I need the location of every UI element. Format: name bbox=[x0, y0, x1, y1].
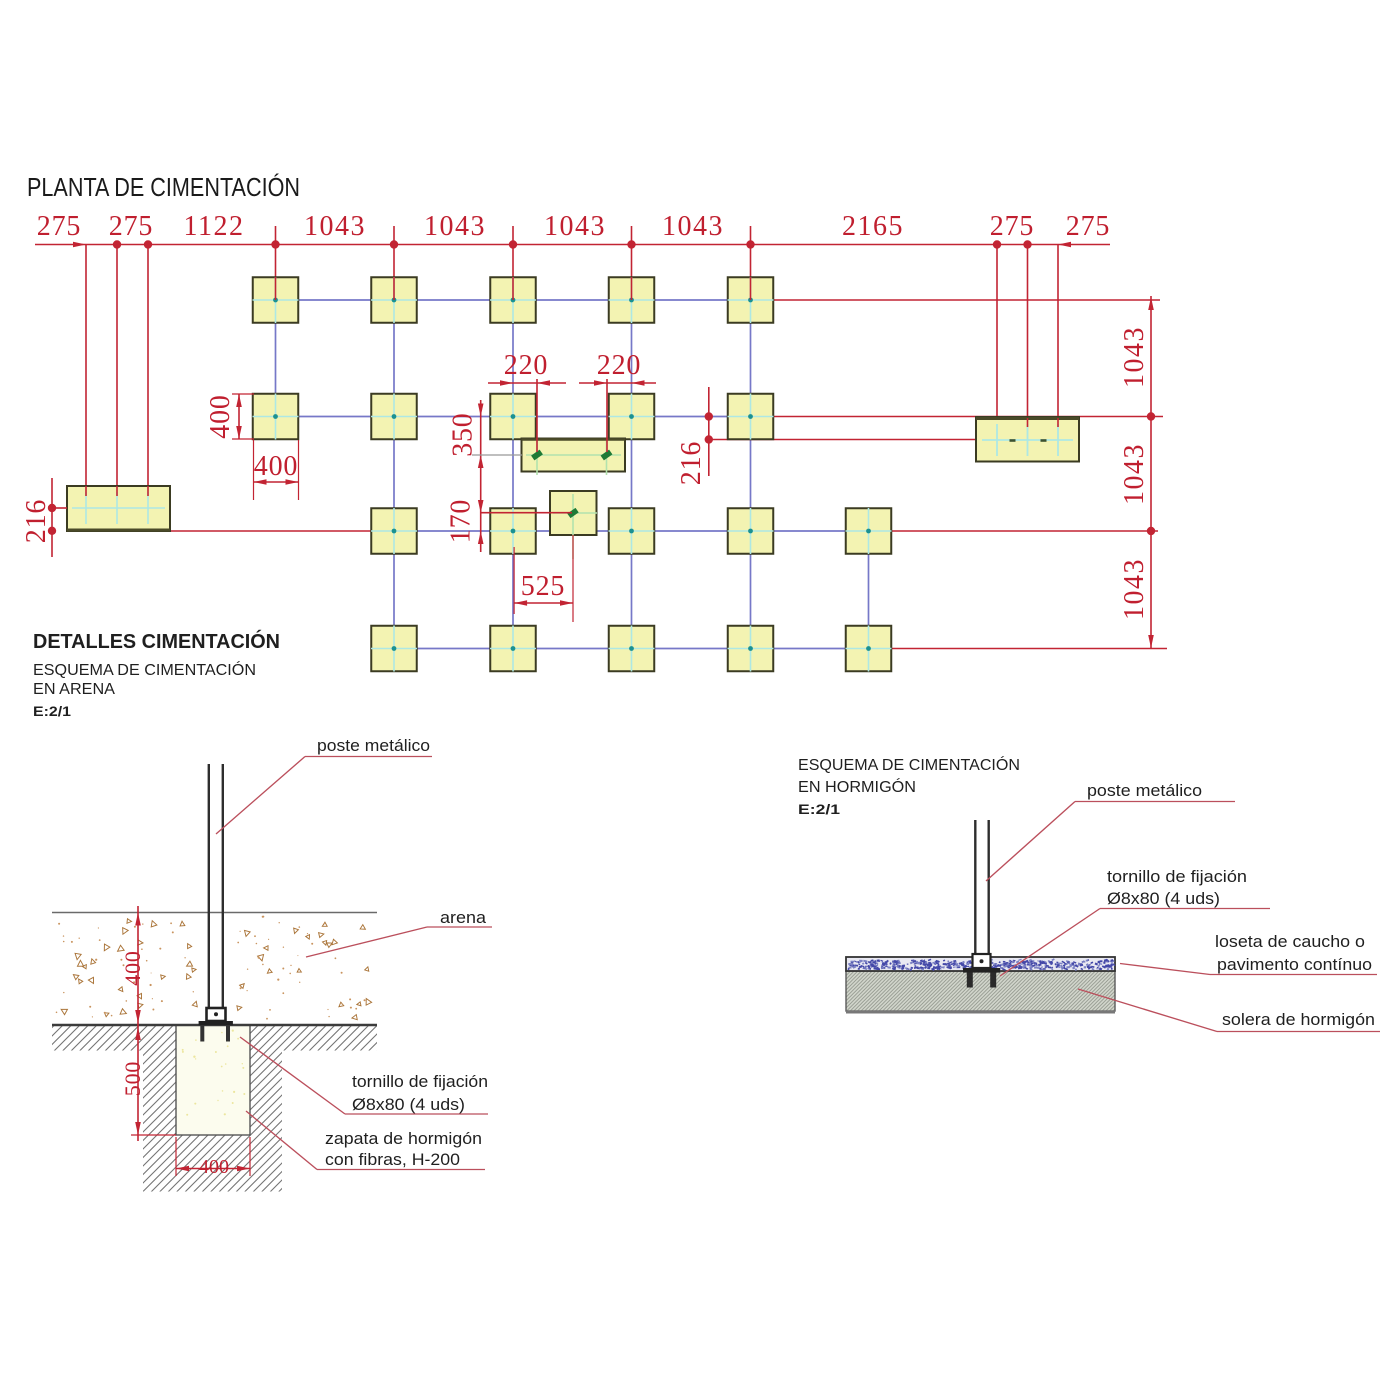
svg-text:E:2/1: E:2/1 bbox=[33, 703, 71, 719]
svg-text:220: 220 bbox=[504, 350, 548, 381]
svg-text:poste metálico: poste metálico bbox=[317, 737, 430, 755]
svg-text:1122: 1122 bbox=[184, 211, 245, 242]
svg-text:525: 525 bbox=[521, 571, 565, 602]
svg-text:poste metálico: poste metálico bbox=[1087, 782, 1202, 800]
svg-text:400: 400 bbox=[199, 1156, 229, 1178]
svg-text:216: 216 bbox=[676, 441, 707, 485]
svg-text:400: 400 bbox=[205, 394, 236, 438]
svg-text:2165: 2165 bbox=[842, 211, 904, 242]
svg-text:PLANTA DE CIMENTACIÓN: PLANTA DE CIMENTACIÓN bbox=[27, 172, 300, 202]
svg-text:DETALLES CIMENTACIÓN: DETALLES CIMENTACIÓN bbox=[33, 629, 280, 653]
svg-text:pavimento contínuo: pavimento contínuo bbox=[1217, 956, 1372, 974]
svg-text:400: 400 bbox=[254, 451, 298, 482]
svg-text:con fibras, H-200: con fibras, H-200 bbox=[325, 1151, 460, 1169]
svg-text:216: 216 bbox=[21, 499, 52, 543]
svg-text:arena: arena bbox=[440, 909, 487, 927]
svg-text:400: 400 bbox=[120, 950, 145, 985]
svg-text:1043: 1043 bbox=[1119, 443, 1150, 505]
svg-text:275: 275 bbox=[109, 211, 153, 242]
svg-text:ESQUEMA DE CIMENTACIÓN: ESQUEMA DE CIMENTACIÓN bbox=[798, 755, 1020, 774]
svg-text:solera de hormigón: solera de hormigón bbox=[1222, 1011, 1375, 1029]
svg-text:1043: 1043 bbox=[1119, 326, 1150, 388]
svg-text:ESQUEMA DE CIMENTACIÓN: ESQUEMA DE CIMENTACIÓN bbox=[33, 660, 256, 679]
svg-text:tornillo de fijación: tornillo de fijación bbox=[1107, 868, 1247, 886]
svg-text:1043: 1043 bbox=[424, 211, 486, 242]
svg-text:275: 275 bbox=[990, 211, 1034, 242]
svg-text:500: 500 bbox=[120, 1061, 145, 1096]
svg-text:1043: 1043 bbox=[662, 211, 724, 242]
svg-text:loseta de caucho o: loseta de caucho o bbox=[1215, 933, 1365, 951]
svg-text:Ø8x80 (4 uds): Ø8x80 (4 uds) bbox=[352, 1096, 465, 1114]
svg-text:EN HORMIGÓN: EN HORMIGÓN bbox=[798, 777, 916, 796]
svg-text:1043: 1043 bbox=[544, 211, 606, 242]
svg-text:Ø8x80 (4 uds): Ø8x80 (4 uds) bbox=[1107, 890, 1220, 908]
svg-text:220: 220 bbox=[597, 350, 641, 381]
svg-text:275: 275 bbox=[1066, 211, 1110, 242]
svg-text:170: 170 bbox=[446, 499, 477, 543]
svg-text:275: 275 bbox=[37, 211, 81, 242]
svg-text:tornillo de fijación: tornillo de fijación bbox=[352, 1073, 488, 1091]
svg-text:zapata de hormigón: zapata de hormigón bbox=[325, 1130, 482, 1148]
svg-text:350: 350 bbox=[448, 412, 479, 456]
svg-text:EN ARENA: EN ARENA bbox=[33, 681, 115, 698]
svg-text:1043: 1043 bbox=[304, 211, 366, 242]
svg-text:E:2/1: E:2/1 bbox=[798, 801, 840, 817]
svg-text:1043: 1043 bbox=[1119, 558, 1150, 620]
